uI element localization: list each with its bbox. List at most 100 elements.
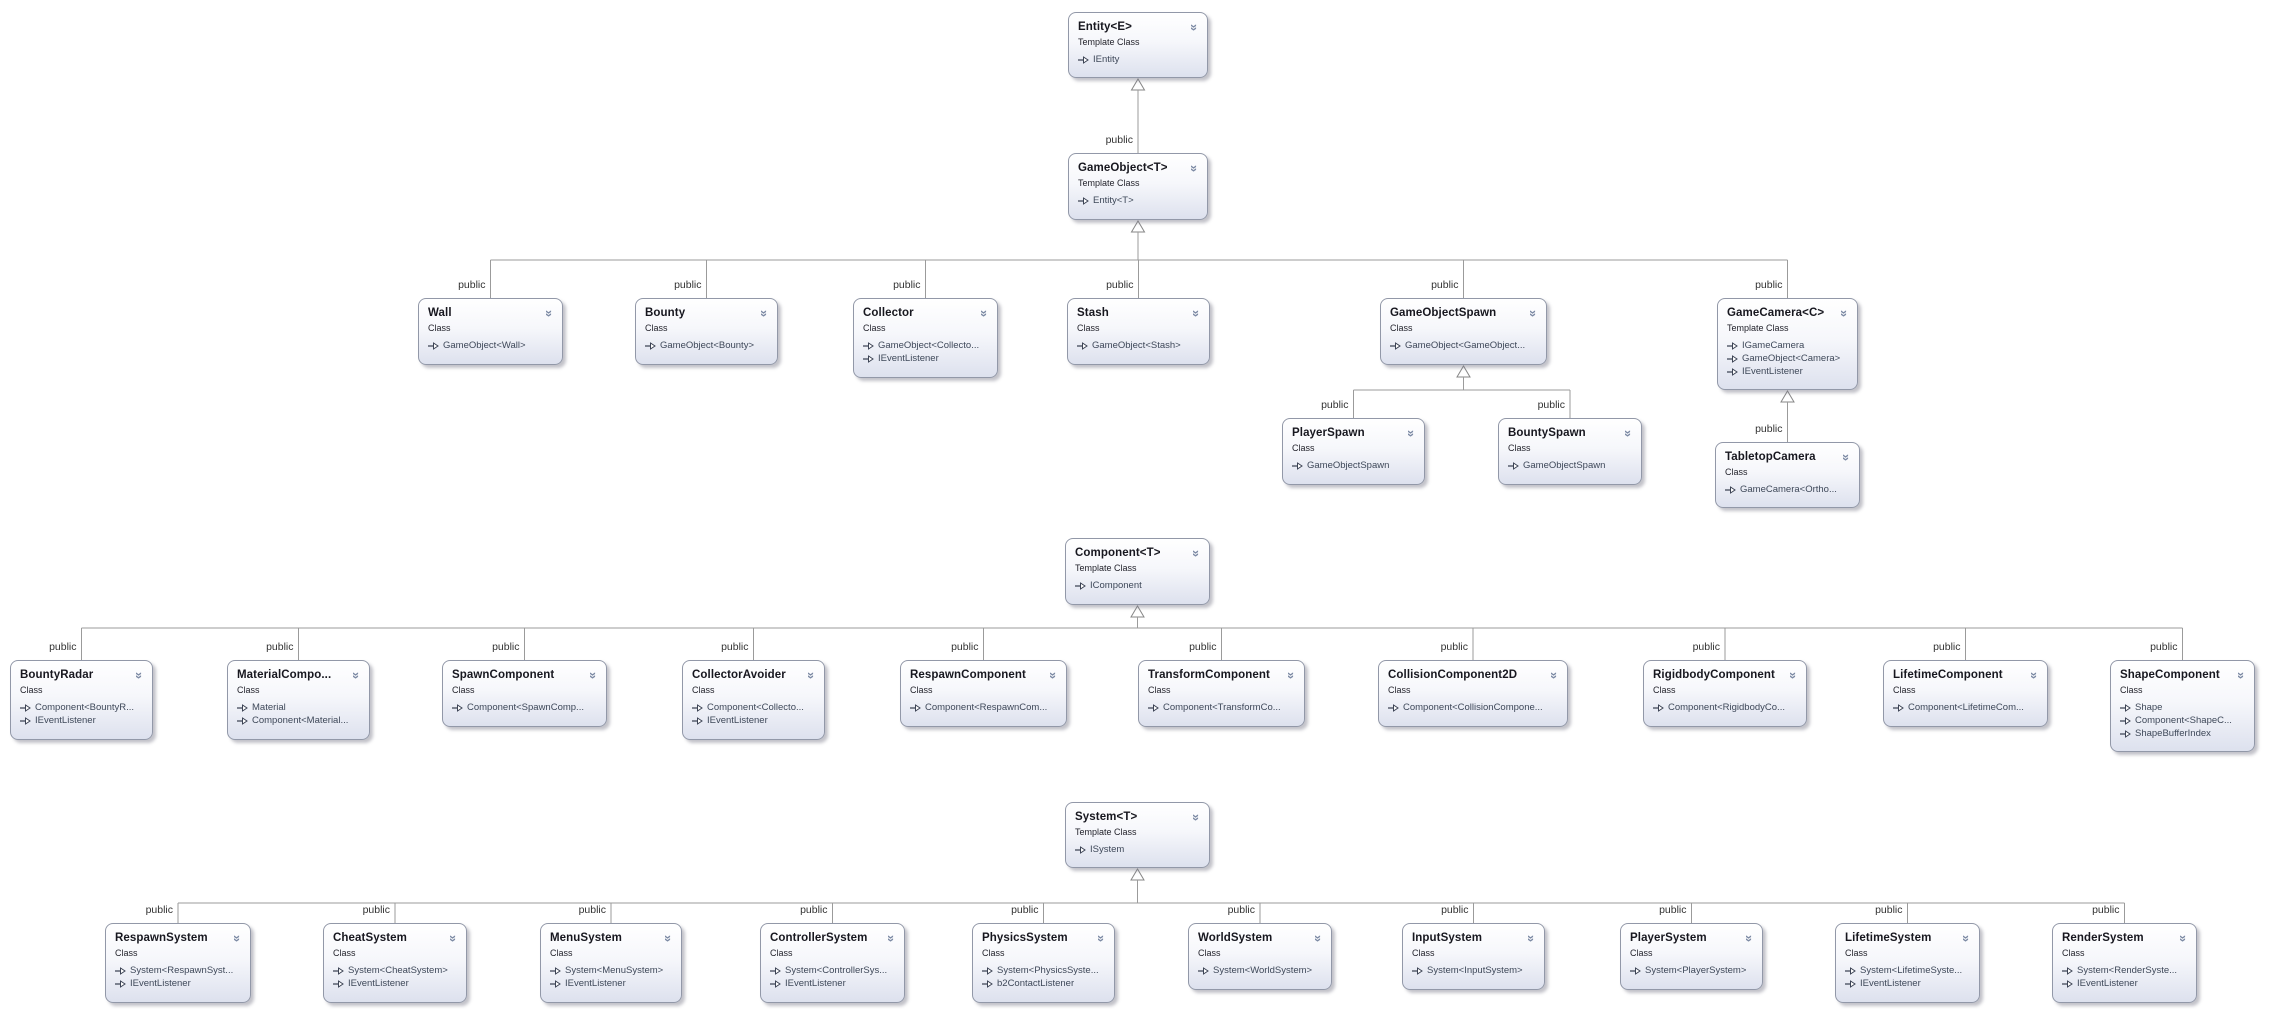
- collapse-chevron-icon[interactable]: »: [1785, 671, 1801, 680]
- base-type-label: GameObject<GameObject...: [1405, 340, 1526, 351]
- class-node-bounty[interactable]: Bounty » Class GameObject<Bounty>: [635, 298, 778, 365]
- collapse-chevron-icon[interactable]: »: [1546, 671, 1562, 680]
- collapse-chevron-icon[interactable]: »: [1310, 934, 1326, 943]
- collapse-chevron-icon[interactable]: »: [1188, 309, 1204, 318]
- base-type: IComponent: [1075, 579, 1201, 592]
- base-type-list: IEntity: [1078, 53, 1199, 66]
- collapse-chevron-icon[interactable]: »: [2026, 671, 2042, 680]
- class-kind: Class: [20, 685, 43, 695]
- collapse-chevron-icon[interactable]: »: [976, 309, 992, 318]
- access-modifier-label: public: [1228, 904, 1255, 916]
- class-node-bountyspawn[interactable]: BountySpawn » Class GameObjectSpawn: [1498, 418, 1642, 485]
- collapse-chevron-icon[interactable]: »: [1403, 429, 1419, 438]
- class-node-header: TabletopCamera »: [1725, 450, 1854, 465]
- collapse-chevron-icon[interactable]: »: [803, 671, 819, 680]
- collapse-chevron-icon[interactable]: »: [2175, 934, 2191, 943]
- class-node-header: Entity<E> »: [1078, 20, 1202, 35]
- class-node-spawncomponent[interactable]: SpawnComponent » Class Component<SpawnCo…: [442, 660, 607, 727]
- class-node-playersystem[interactable]: PlayerSystem » Class System<PlayerSystem…: [1620, 923, 1763, 990]
- collapse-chevron-icon[interactable]: »: [756, 309, 772, 318]
- class-node-inputsystem[interactable]: InputSystem » Class System<InputSystem>: [1402, 923, 1545, 990]
- base-type: Shape: [2120, 701, 2246, 714]
- class-node-transformcomponent[interactable]: TransformComponent » Class Component<Tra…: [1138, 660, 1305, 727]
- class-kind: Class: [645, 323, 668, 333]
- collapse-chevron-icon[interactable]: »: [541, 309, 557, 318]
- inherits-arrow-icon: [1412, 966, 1423, 975]
- base-type-label: IEventListener: [1742, 366, 1803, 377]
- collapse-chevron-icon[interactable]: »: [1525, 309, 1541, 318]
- class-node-rigidbodycomponent[interactable]: RigidbodyComponent » Class Component<Rig…: [1643, 660, 1807, 727]
- base-type: IGameCamera: [1727, 339, 1849, 352]
- collapse-chevron-icon[interactable]: »: [1838, 453, 1854, 462]
- class-node-collisioncomponent2d[interactable]: CollisionComponent2D » Class Component<C…: [1378, 660, 1568, 727]
- collapse-chevron-icon[interactable]: »: [1186, 164, 1202, 173]
- class-node-bountyradar[interactable]: BountyRadar » Class Component<BountyR...…: [10, 660, 153, 740]
- inherits-arrow-icon: [452, 703, 463, 712]
- class-node-respawncomponent[interactable]: RespawnComponent » Class Component<Respa…: [900, 660, 1067, 727]
- class-name: BountyRadar: [20, 669, 94, 681]
- inherits-arrow-icon: [20, 703, 31, 712]
- base-type: IEventListener: [550, 977, 673, 990]
- base-type-label: System<PlayerSystem>: [1645, 965, 1747, 976]
- collapse-chevron-icon[interactable]: »: [1186, 23, 1202, 32]
- class-node-rendersystem[interactable]: RenderSystem » Class System<RenderSyste.…: [2052, 923, 2197, 1003]
- class-node-system[interactable]: System<T> » Template Class ISystem: [1065, 802, 1210, 868]
- class-node-collectoravoider[interactable]: CollectorAvoider » Class Component<Colle…: [682, 660, 825, 740]
- base-type-label: GameObject<Bounty>: [660, 340, 754, 351]
- class-node-gamecamera[interactable]: GameCamera<C> » Template Class IGameCame…: [1717, 298, 1858, 390]
- class-node-entity[interactable]: Entity<E> » Template Class IEntity: [1068, 12, 1208, 78]
- class-node-menusystem[interactable]: MenuSystem » Class System<MenuSystem>IEv…: [540, 923, 682, 1003]
- inherits-arrow-icon: [2120, 703, 2131, 712]
- class-node-collector[interactable]: Collector » Class GameObject<Collecto...…: [853, 298, 998, 378]
- collapse-chevron-icon[interactable]: »: [1523, 934, 1539, 943]
- class-node-header: ControllerSystem »: [770, 931, 899, 946]
- base-type-list: Component<CollisionCompone...: [1388, 701, 1559, 714]
- inherits-arrow-icon: [692, 716, 703, 725]
- base-type-label: b2ContactListener: [997, 978, 1075, 989]
- class-node-lifetimesystem[interactable]: LifetimeSystem » Class System<LifetimeSy…: [1835, 923, 1980, 1003]
- collapse-chevron-icon[interactable]: »: [1188, 813, 1204, 822]
- base-type-list: Component<SpawnComp...: [452, 701, 598, 714]
- collapse-chevron-icon[interactable]: »: [660, 934, 676, 943]
- collapse-chevron-icon[interactable]: »: [1836, 309, 1852, 318]
- collapse-chevron-icon[interactable]: »: [585, 671, 601, 680]
- base-type-label: Component<SpawnComp...: [467, 702, 584, 713]
- access-modifier-label: public: [674, 279, 701, 291]
- access-modifier-label: public: [1011, 904, 1038, 916]
- class-node-controllersystem[interactable]: ControllerSystem » Class System<Controll…: [760, 923, 905, 1003]
- class-node-component[interactable]: Component<T> » Template Class IComponent: [1065, 538, 1210, 605]
- collapse-chevron-icon[interactable]: »: [348, 671, 364, 680]
- base-type-label: System<ControllerSys...: [785, 965, 888, 976]
- base-type-list: Entity<T>: [1078, 194, 1199, 207]
- collapse-chevron-icon[interactable]: »: [1045, 671, 1061, 680]
- collapse-chevron-icon[interactable]: »: [1741, 934, 1757, 943]
- base-type-label: Component<RespawnCom...: [925, 702, 1048, 713]
- class-node-worldsystem[interactable]: WorldSystem » Class System<WorldSystem>: [1188, 923, 1332, 990]
- collapse-chevron-icon[interactable]: »: [1620, 429, 1636, 438]
- class-kind: Class: [333, 948, 356, 958]
- collapse-chevron-icon[interactable]: »: [2233, 671, 2249, 680]
- collapse-chevron-icon[interactable]: »: [1958, 934, 1974, 943]
- class-node-tabletopcamera[interactable]: TabletopCamera » Class GameCamera<Ortho.…: [1715, 442, 1860, 508]
- class-node-gameobject[interactable]: GameObject<T> » Template Class Entity<T>: [1068, 153, 1208, 220]
- class-node-header: BountyRadar »: [20, 668, 147, 683]
- class-node-playerspawn[interactable]: PlayerSpawn » Class GameObjectSpawn: [1282, 418, 1425, 485]
- collapse-chevron-icon[interactable]: »: [1283, 671, 1299, 680]
- class-name: GameObjectSpawn: [1390, 307, 1497, 319]
- collapse-chevron-icon[interactable]: »: [131, 671, 147, 680]
- collapse-chevron-icon[interactable]: »: [229, 934, 245, 943]
- base-type-label: System<PhysicsSyste...: [997, 965, 1099, 976]
- class-node-lifetimecomponent[interactable]: LifetimeComponent » Class Component<Life…: [1883, 660, 2048, 727]
- class-node-cheatsystem[interactable]: CheatSystem » Class System<CheatSystem>I…: [323, 923, 467, 1003]
- collapse-chevron-icon[interactable]: »: [883, 934, 899, 943]
- class-node-wall[interactable]: Wall » Class GameObject<Wall>: [418, 298, 563, 365]
- collapse-chevron-icon[interactable]: »: [445, 934, 461, 943]
- class-node-stash[interactable]: Stash » Class GameObject<Stash>: [1067, 298, 1210, 365]
- class-node-physicssystem[interactable]: PhysicsSystem » Class System<PhysicsSyst…: [972, 923, 1115, 1003]
- class-node-gameobjectspawn[interactable]: GameObjectSpawn » Class GameObject<GameO…: [1380, 298, 1547, 365]
- class-node-respawnsystem[interactable]: RespawnSystem » Class System<RespawnSyst…: [105, 923, 251, 1003]
- collapse-chevron-icon[interactable]: »: [1188, 549, 1204, 558]
- collapse-chevron-icon[interactable]: »: [1093, 934, 1109, 943]
